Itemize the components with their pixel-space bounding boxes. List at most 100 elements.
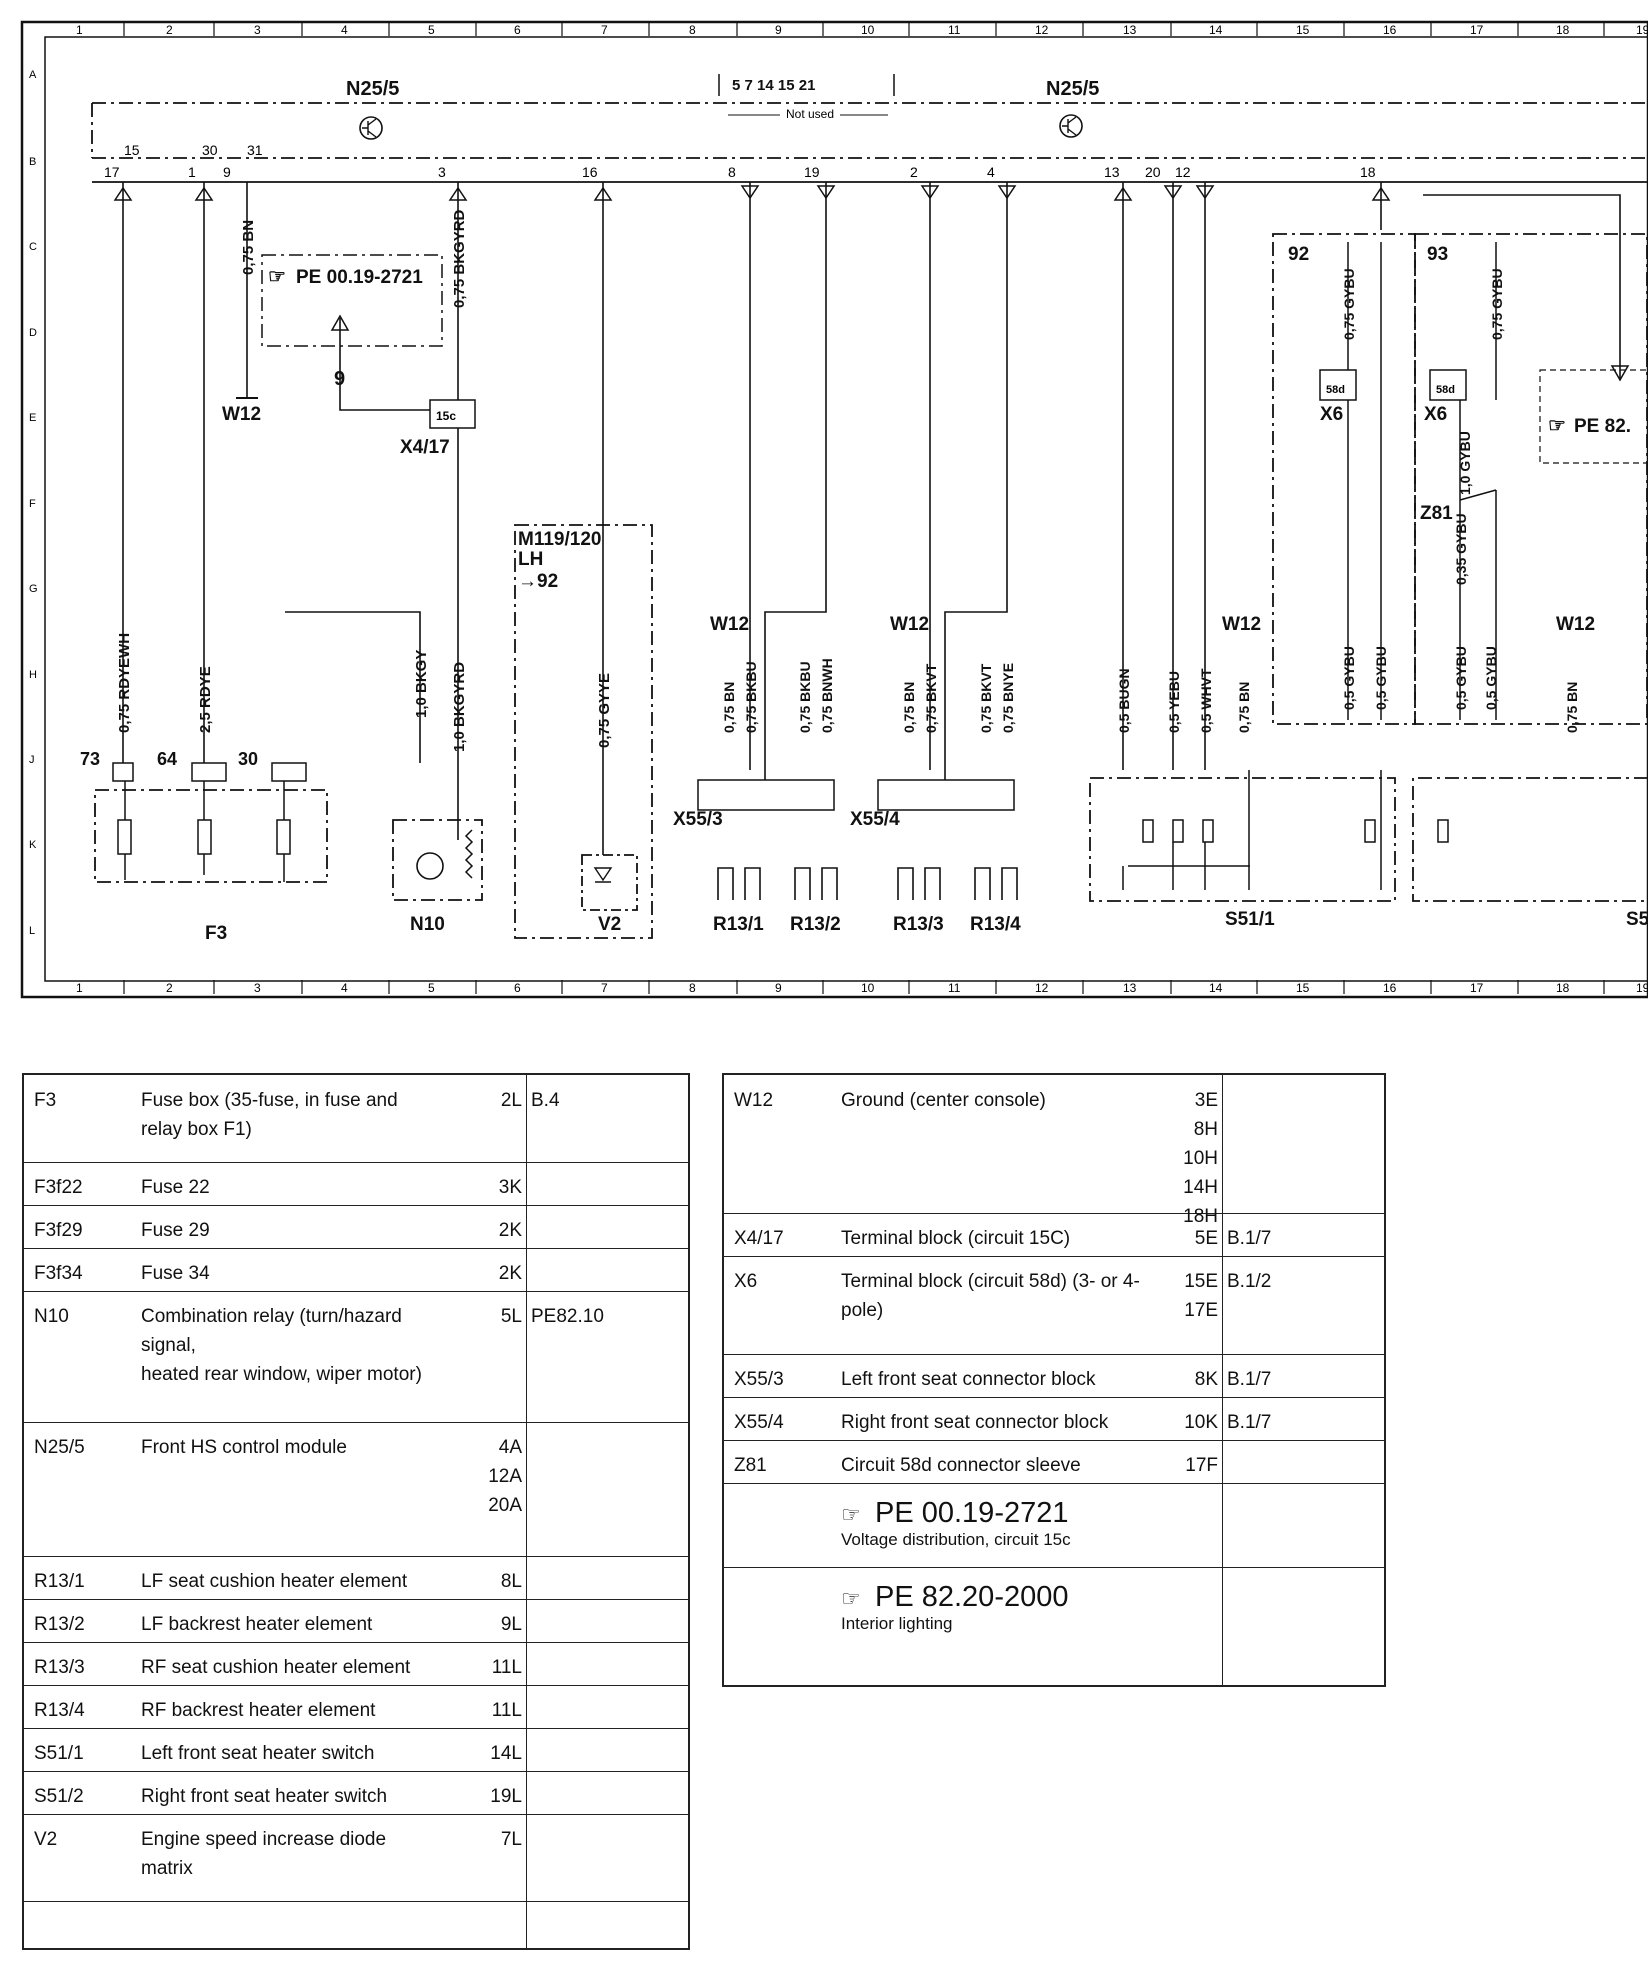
grid-column-label: 4 [341, 23, 348, 37]
grid-column-label: 1 [76, 23, 83, 37]
wire-labels: 0,75 RDYEWH 2,5 RDYE 0,75 BN 0,75 BKGYRD… [116, 209, 1580, 752]
grid-column-label: 15 [1296, 23, 1310, 37]
w12-label: W12 [222, 404, 261, 425]
legend-loc: 11L [491, 1657, 522, 1678]
legend-code: X55/3 [734, 1369, 784, 1390]
pin-label: 20 [1145, 164, 1161, 180]
x4-17-label: X4/17 [400, 437, 450, 458]
pin-label: 3 [438, 164, 446, 180]
grid-row-label: C [29, 241, 37, 253]
wire-label: 0,75 BKBU [797, 661, 813, 733]
grid-column-label: 13 [1123, 981, 1137, 995]
wire-label: 0,35 GYBU [1453, 513, 1469, 585]
fuse-terminal-64: 64 [157, 749, 177, 769]
pin-label: 30 [202, 142, 218, 158]
grid-column-label: 2 [166, 981, 173, 995]
wire-label: 0,75 BN [1236, 682, 1252, 733]
legend-ref: B.1/7 [1227, 1228, 1272, 1249]
legend-code: X55/4 [734, 1412, 784, 1433]
legend-desc: Combination relay (turn/hazard signal, h… [141, 1306, 422, 1385]
legend-desc: LF seat cushion heater element [141, 1571, 408, 1592]
pe-box-label: PE 00.19-2721 [296, 267, 423, 288]
legend-code: W12 [734, 1090, 774, 1111]
wire-label: 0,75 BN [901, 682, 917, 733]
z81-label: Z81 [1420, 503, 1453, 524]
grid-column-label: 12 [1035, 981, 1049, 995]
grid-column-label: 6 [514, 981, 521, 995]
legend-desc: Fuse 29 [141, 1220, 210, 1241]
grid-row-label: G [29, 583, 38, 595]
not-used-pins: 5 7 14 15 21 [732, 77, 815, 94]
pin-label: 16 [582, 164, 598, 180]
grid-column-label: 4 [341, 981, 348, 995]
x55-3-label: X55/3 [673, 809, 723, 830]
legend-desc: Fuse 22 [141, 1177, 210, 1198]
grid-column-label: 5 [428, 981, 435, 995]
s51-1-label: S51/1 [1225, 909, 1275, 930]
pin-label: 17 [104, 164, 120, 180]
wire-label: 0,75 BN [1564, 682, 1580, 733]
legend-desc: Engine speed increase diode matrix [141, 1829, 387, 1879]
legend-desc: Ground (center console) [841, 1090, 1046, 1111]
legend-desc: Terminal block (circuit 58d) (3- or 4-po… [841, 1271, 1140, 1321]
x4-17-terminal: 15c [436, 409, 456, 423]
w12-label: W12 [1222, 614, 1261, 635]
legend-desc: LF backrest heater element [141, 1614, 373, 1635]
legend-loc: 5E [1194, 1228, 1218, 1249]
w12-label: W12 [710, 614, 749, 635]
legend-desc: Fuse box (35-fuse, in fuse and relay box… [141, 1090, 398, 1140]
legend-loc: 7L [500, 1829, 522, 1850]
pin-label: 18 [1360, 164, 1376, 180]
legend-desc: Right front seat connector block [841, 1412, 1109, 1433]
pin-label: 31 [247, 142, 263, 158]
legend-desc: Terminal block (circuit 15C) [841, 1228, 1071, 1249]
grid-column-label: 1 [76, 981, 83, 995]
legend-loc: 8K [1194, 1369, 1218, 1390]
wire-label: 0,75 BNYE [1000, 663, 1016, 733]
grid-column-label: 16 [1383, 981, 1397, 995]
grid-row-label: B [29, 156, 36, 168]
legend-desc: Right front seat heater switch [141, 1786, 388, 1807]
m119-side: LH [518, 549, 543, 570]
fuse-terminal-30: 30 [238, 749, 258, 769]
box-92-label: 92 [1288, 244, 1309, 265]
grid-column-label: 17 [1470, 981, 1484, 995]
legend-ref: B.1/7 [1227, 1369, 1272, 1390]
wire-label: 0,5 GYBU [1483, 646, 1499, 710]
wire-label: 0,75 BKVT [923, 663, 939, 733]
legend-desc: Circuit 58d connector sleeve [841, 1455, 1081, 1476]
grid-column-label: 12 [1035, 23, 1049, 37]
wire-label: 0,75 GYBU [1341, 268, 1357, 340]
grid-column-label: 7 [601, 23, 608, 37]
legend-code: Z81 [734, 1455, 767, 1476]
legend-code: X4/17 [734, 1228, 784, 1249]
transistor-icon [1059, 114, 1083, 138]
s51-2-label: S5 [1626, 909, 1648, 930]
x6-label: X6 [1320, 404, 1343, 425]
wire-label: 1,0 BKGY [413, 650, 430, 718]
legend-loc: 17F [1185, 1455, 1218, 1476]
legend-desc: Left front seat heater switch [141, 1743, 375, 1764]
legend-code: R13/3 [34, 1657, 85, 1678]
r13-4-label: R13/4 [970, 914, 1021, 935]
hand-pointer-icon: ☞ [841, 1502, 861, 1527]
legend-ref: B.1/2 [1227, 1271, 1272, 1292]
legend-desc: Front HS control module [141, 1437, 347, 1458]
grid-row-label: A [29, 69, 37, 81]
grid-column-label: 5 [428, 23, 435, 37]
pe-description: Voltage distribution, circuit 15c [841, 1530, 1071, 1549]
pin-label: 4 [987, 164, 995, 180]
pin-label: 9 [223, 164, 231, 180]
pin-label: 13 [1104, 164, 1120, 180]
grid-column-label: 14 [1209, 23, 1223, 37]
